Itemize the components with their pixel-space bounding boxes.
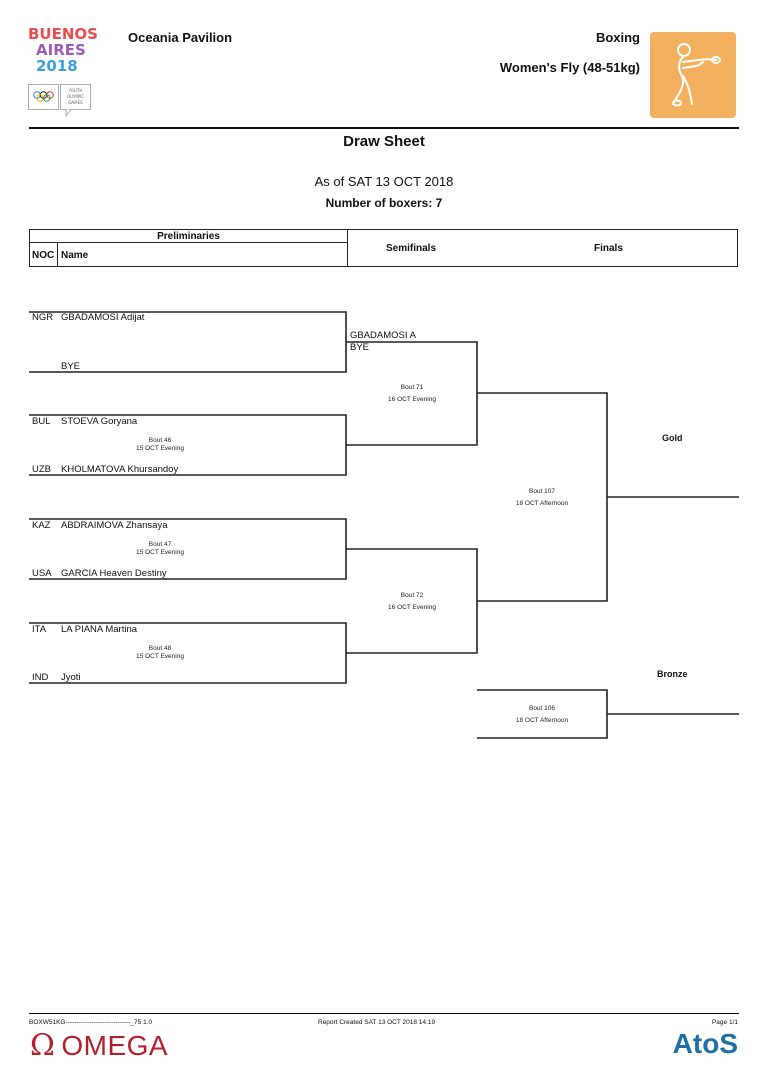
svg-text:YOUTH: YOUTH	[68, 88, 83, 93]
entry-noc: IND	[32, 672, 49, 683]
bout-date: 15 OCT Evening	[136, 549, 184, 556]
bout-date: 18 OCT Afternoon	[515, 717, 569, 724]
column-header-table: Preliminaries NOC Name Semifinals Finals	[29, 229, 738, 267]
report-code: BOXW51KG------------------------------_7…	[29, 1019, 153, 1026]
bout-info: Bout 71 16 OCT Evening	[352, 383, 472, 405]
footer-divider	[29, 1013, 739, 1014]
semifinals-header: Semifinals	[386, 243, 437, 254]
venue-name: Oceania Pavilion	[128, 30, 233, 45]
omega-symbol-icon: Ω	[30, 1028, 56, 1063]
omega-wordmark: OMEGA	[61, 1030, 169, 1061]
bout-info: Bout 47 15 OCT Evening	[100, 540, 220, 558]
report-created: Report Created SAT 13 OCT 2018 14:19	[318, 1019, 436, 1026]
entry-name: BYE	[61, 361, 81, 372]
noc-header: NOC	[32, 250, 55, 261]
bout-date: 15 OCT Evening	[136, 445, 184, 452]
document-title: Draw Sheet	[343, 133, 425, 150]
entry-noc: KAZ	[32, 520, 51, 531]
bout-info: Bout 72 16 OCT Evening	[352, 591, 472, 613]
bout-info: Bout 48 15 OCT Evening	[100, 644, 220, 662]
bout-number: Bout 107	[528, 488, 556, 495]
buenos-aires-2018-logo: BUENOS AIRES 2018	[28, 25, 98, 116]
entry-name: Jyoti	[61, 672, 81, 683]
name-header: Name	[61, 250, 89, 261]
semifinal-advance-note: BYE	[350, 342, 370, 353]
bout-number: Bout 72	[400, 592, 424, 599]
entry-name: LA PIANA Martina	[61, 624, 138, 635]
bout-date: 16 OCT Evening	[388, 396, 436, 403]
bout-number: Bout 46	[148, 437, 172, 444]
svg-text:GAMES: GAMES	[68, 100, 83, 105]
boxer-count: Number of boxers: 7	[325, 196, 443, 210]
svg-text:OLYMPIC: OLYMPIC	[67, 94, 84, 99]
logo-line-1: BUENOS	[28, 25, 98, 43]
bout-date: 15 OCT Evening	[136, 653, 184, 660]
bout-info: Bout 107 18 OCT Afternoon	[482, 487, 602, 509]
header-divider	[29, 127, 739, 129]
youth-olympic-games-badge: YOUTH OLYMPIC GAMES	[28, 84, 92, 118]
as-of-date: As of SAT 13 OCT 2018	[314, 174, 454, 189]
entry-name: GARCIA Heaven Destiny	[61, 568, 167, 579]
column-divider	[347, 230, 348, 266]
gold-label: Gold	[662, 433, 683, 443]
bronze-label: Bronze	[657, 669, 688, 679]
noc-divider	[57, 242, 58, 266]
semifinal-advance-name: GBADAMOSI A	[350, 330, 416, 341]
entry-noc: ITA	[32, 624, 47, 635]
logo-line-2: AIRES	[36, 41, 86, 59]
bout-date: 16 OCT Evening	[388, 604, 436, 611]
event-name: Women's Fly (48-51kg)	[499, 60, 640, 75]
bout-number: Bout 48	[148, 645, 172, 652]
bout-number: Bout 106	[528, 705, 556, 712]
entry-name: ABDRAIMOVA Zhansaya	[61, 520, 168, 531]
entry-noc: NGR	[32, 312, 54, 323]
bout-date: 18 OCT Afternoon	[515, 500, 569, 507]
entry-noc: USA	[32, 568, 52, 579]
boxing-pictogram-icon	[650, 32, 736, 118]
finals-header: Finals	[594, 243, 623, 254]
logo-line-3: 2018	[36, 57, 78, 75]
preliminaries-header: Preliminaries	[157, 231, 220, 242]
bout-number: Bout 71	[400, 384, 424, 391]
atos-logo: AtoS	[672, 1028, 738, 1059]
entry-name: GBADAMOSI Adijat	[61, 312, 145, 323]
bout-info: Bout 46 15 OCT Evening	[100, 436, 220, 454]
sport-name: Boxing	[595, 30, 640, 45]
olympic-rings-icon	[33, 91, 54, 102]
page-number: Page 1/1	[711, 1019, 738, 1026]
bout-info: Bout 106 18 OCT Afternoon	[482, 704, 602, 726]
bout-number: Bout 47	[148, 541, 172, 548]
prelim-divider	[30, 242, 347, 243]
entry-name: KHOLMATOVA Khursandoy	[61, 464, 179, 475]
entry-name: STOEVA Goryana	[61, 416, 138, 427]
entry-noc: UZB	[32, 464, 51, 475]
entry-noc: BUL	[32, 416, 51, 427]
